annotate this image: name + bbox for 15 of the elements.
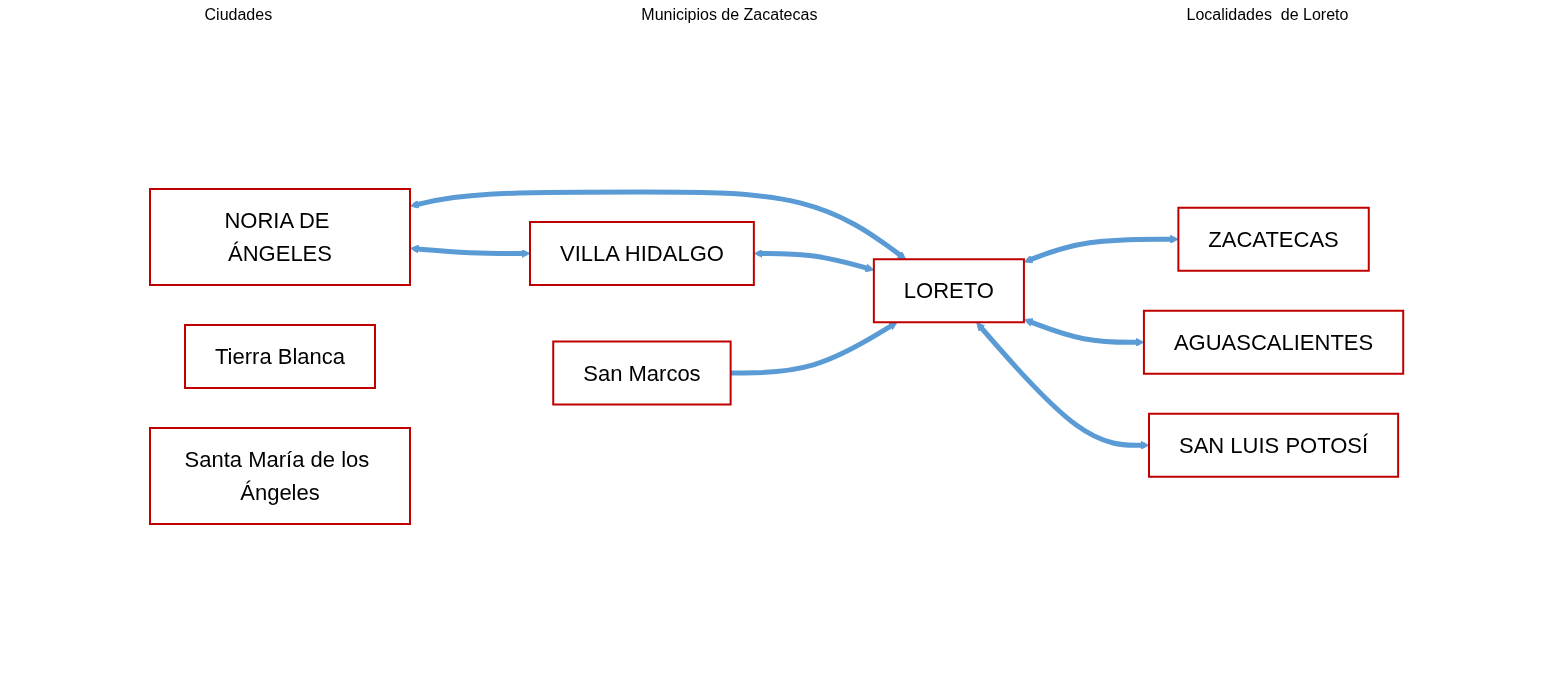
node-box: SAN LUIS POTOSÍ	[1147, 412, 1399, 478]
group-heading: Municipios de Zacatecas	[641, 6, 818, 25]
node-box: AGUASCALIENTES	[1142, 309, 1405, 375]
node-box: LORETO	[872, 257, 1025, 323]
node-box: San Marcos	[552, 340, 732, 405]
node-box: Tierra Blanca	[183, 323, 376, 389]
group-heading: Localidades de Loreto	[1186, 6, 1349, 25]
arrow	[1023, 234, 1179, 263]
node-box: VILLA HIDALGO	[528, 220, 755, 286]
group-heading: Ciudades	[204, 6, 273, 25]
arrow	[409, 189, 907, 260]
node-box: NORIA DE ÁNGELES	[148, 187, 411, 286]
node-box: ZACATECAS	[1177, 206, 1370, 272]
arrow	[730, 321, 898, 375]
node-box: Santa María de los Ángeles	[148, 426, 411, 525]
